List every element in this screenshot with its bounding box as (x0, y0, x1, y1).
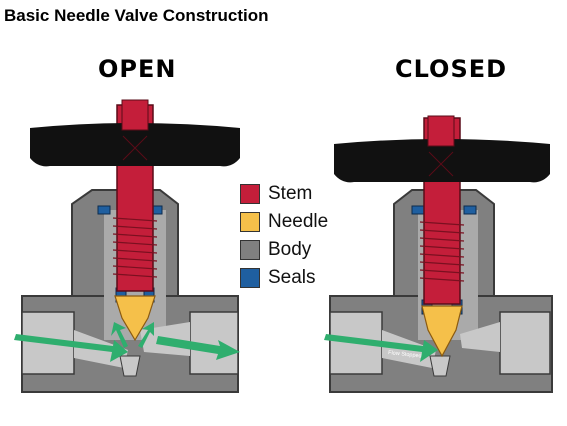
legend-item-body: Body (240, 236, 328, 264)
flow-arrow-up-left (111, 322, 128, 348)
flow-stopped-label: Flow Stopped (388, 350, 422, 359)
outlet-passage-closed (460, 322, 500, 352)
open-valve-illustration (14, 99, 240, 393)
legend-swatch-seals (240, 268, 260, 288)
legend-item-seals: Seals (240, 264, 328, 292)
flow-arrow-up-right (138, 322, 154, 348)
legend: Stem Needle Body Seals (240, 180, 328, 292)
legend-label-needle: Needle (268, 211, 329, 232)
open-label: OPEN (98, 55, 177, 83)
orifice-closed (429, 355, 451, 377)
legend-swatch-body (240, 240, 260, 260)
closed-label: CLOSED (395, 55, 508, 83)
seal-top-left-closed (411, 205, 425, 215)
flow-arrow-stopped (324, 334, 438, 362)
closed-valve-illustration: Flow Stopped (324, 115, 553, 393)
handle (30, 123, 240, 167)
legend-swatch-needle (240, 212, 260, 232)
needle-closed (421, 305, 463, 358)
legend-label-seals: Seals (268, 267, 316, 288)
stem-top (121, 99, 149, 131)
legend-label-body: Body (268, 239, 312, 260)
orifice (119, 355, 141, 377)
needle (114, 295, 156, 342)
legend-item-needle: Needle (240, 208, 328, 236)
outlet-port-closed (499, 311, 551, 375)
seal-top-right-closed (463, 205, 477, 215)
legend-label-stem: Stem (268, 183, 313, 204)
flow-arrow-outlet (156, 336, 240, 360)
diagram-title: Basic Needle Valve Construction (4, 6, 269, 25)
flow-arrow-inlet (14, 334, 128, 362)
legend-swatch-stem (240, 184, 260, 204)
seal-top-left (97, 205, 111, 215)
legend-item-stem: Stem (240, 180, 328, 208)
stem-top-closed (427, 115, 455, 147)
handle-closed (334, 139, 550, 183)
